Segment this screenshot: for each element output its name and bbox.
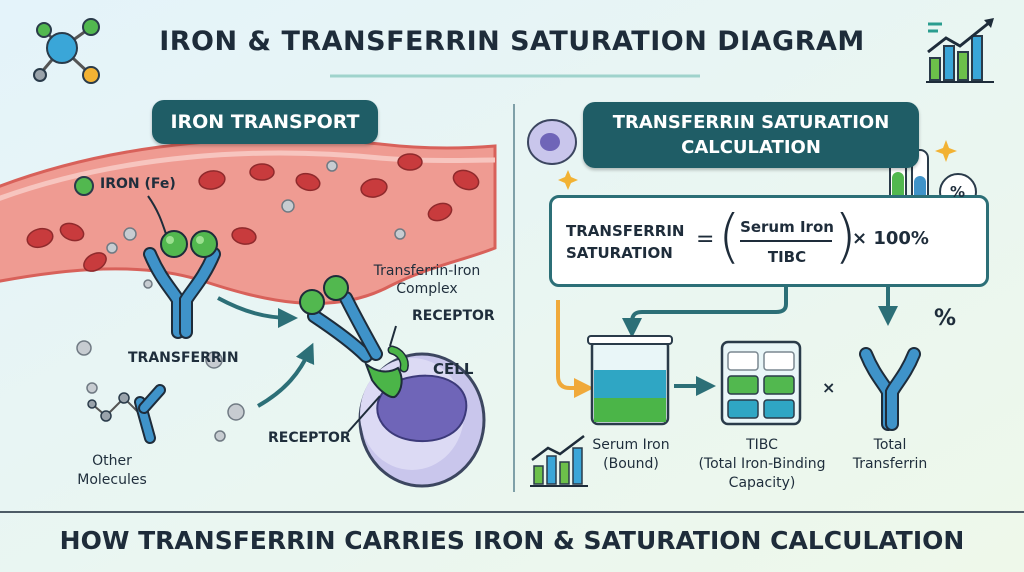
percent-symbol: % (934, 306, 957, 331)
iron-transport-heading: IRON TRANSPORT (152, 100, 378, 144)
times-symbol: × (822, 378, 836, 397)
formula-left-line1: TRANSFERRIN (566, 222, 685, 240)
bar-chart-icon (926, 18, 994, 83)
arrow-to-complex (217, 296, 298, 328)
other-molecules-line2: Molecules (77, 472, 147, 488)
arrow-formula-to-serum-iron (622, 282, 788, 338)
cell-icon (527, 119, 577, 165)
other-molecules-label: Other Molecules (60, 452, 164, 490)
small-particles (76, 160, 406, 442)
other-molecules (87, 384, 166, 444)
sparkle-icon (558, 170, 578, 190)
other-molecules-line1: Other (92, 453, 132, 469)
formula-left-line2: SATURATION (566, 244, 673, 262)
complex-label-line2: Complex (396, 281, 458, 297)
formula-numerator: Serum Iron (740, 218, 834, 236)
total-transferrin-line2: Transferrin (852, 456, 928, 472)
transferrin-molecule (143, 230, 221, 339)
formula-denominator: TIBC (767, 248, 807, 266)
total-transferrin-line1: Total (873, 437, 907, 453)
receptor-bottom-pointer (347, 395, 381, 433)
iron-label: IRON (Fe) (100, 176, 176, 192)
formula-fraction-bar (740, 240, 832, 242)
molecule-icon (33, 18, 100, 84)
formula-box: TRANSFERRIN SATURATION = ( Serum Iron TI… (549, 195, 989, 287)
percent-badge-text: % (950, 183, 966, 201)
total-transferrin-molecule (859, 347, 921, 431)
serum-iron-line1: Serum Iron (592, 437, 670, 453)
receptor-top-pointer (389, 325, 397, 347)
iron-legend-dot (74, 176, 94, 196)
iron-pointer-line (147, 195, 167, 235)
serum-iron-line2: (Bound) (603, 456, 659, 472)
orange-arrow (556, 300, 594, 398)
tibc-line2: (Total Iron-Binding (698, 456, 826, 472)
transferrin-label: TRANSFERRIN (128, 350, 239, 366)
tibc-grid (720, 340, 802, 426)
saturation-heading-line1: TRANSFERRIN SATURATION (612, 112, 890, 133)
transferrin-iron-complex (299, 275, 409, 398)
saturation-heading: TRANSFERRIN SATURATION CALCULATION (583, 102, 919, 168)
complex-label-line1: Transferrin-Iron (373, 263, 481, 279)
footer-caption: HOW TRANSFERRIN CARRIES IRON & SATURATIO… (59, 526, 965, 555)
small-bar-chart-icon (530, 435, 588, 487)
receptor-label-top: RECEPTOR (412, 308, 495, 324)
red-blood-cells (26, 153, 480, 272)
tibc-line1: TIBC (746, 437, 778, 453)
formula-multiplier: × 100% (852, 228, 929, 249)
formula-equals: = (696, 227, 715, 252)
receptor-label-bottom: RECEPTOR (268, 430, 351, 446)
arrow-from-molecules (257, 342, 315, 408)
serum-iron-beaker (587, 335, 673, 426)
serum-iron-label: Serum Iron (Bound) (576, 436, 686, 474)
saturation-heading-line2: CALCULATION (681, 137, 821, 158)
sparkle-icon (935, 140, 957, 162)
total-transferrin-label: Total Transferrin (840, 436, 940, 474)
formula-open-paren: ( (718, 202, 741, 270)
formula-left-term: TRANSFERRIN SATURATION (566, 220, 684, 264)
tibc-line3: Capacity) (728, 475, 796, 491)
cell-label: CELL (433, 360, 474, 378)
page-title: IRON & TRANSFERRIN SATURATION DIAGRAM (159, 26, 865, 57)
tibc-label: TIBC (Total Iron-Binding Capacity) (680, 436, 844, 493)
formula-close-paren: ) (834, 202, 857, 270)
complex-label: Transferrin-Iron Complex (352, 262, 502, 298)
